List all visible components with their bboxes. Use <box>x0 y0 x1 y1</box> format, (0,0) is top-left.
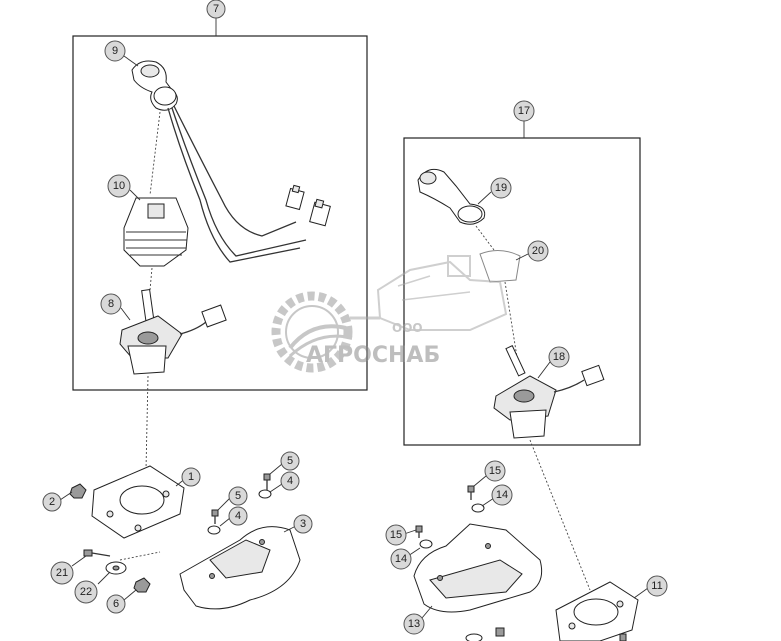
agrosnab-watermark: ООО АГРОСНАБ <box>271 255 508 373</box>
callout-4-upper[interactable]: 4 <box>280 471 300 491</box>
callout-11[interactable]: 11 <box>646 575 668 597</box>
svg-text:2: 2 <box>49 496 55 508</box>
svg-text:4: 4 <box>287 475 293 487</box>
svg-text:19: 19 <box>495 182 507 194</box>
svg-text:5: 5 <box>235 490 241 502</box>
svg-text:5: 5 <box>287 455 293 467</box>
callout-6[interactable]: 6 <box>106 594 126 614</box>
connector-lower <box>309 198 331 227</box>
mounting-bracket-1 <box>91 465 185 539</box>
callout-14-upper[interactable]: 14 <box>491 484 513 506</box>
callout-3[interactable]: 3 <box>293 514 313 534</box>
callout-2[interactable]: 2 <box>42 492 62 512</box>
svg-text:15: 15 <box>489 465 501 477</box>
partial-hardware-bottom <box>465 627 627 641</box>
svg-text:8: 8 <box>108 298 114 310</box>
callout-14-lower[interactable]: 14 <box>390 548 412 570</box>
mounting-bracket-11 <box>555 581 639 641</box>
combine-harvester-icon <box>350 255 508 331</box>
screw-15-lower <box>415 525 423 538</box>
bolt-21 <box>83 549 111 557</box>
washer-4-upper <box>258 489 272 499</box>
callout-17[interactable]: 17 <box>513 100 535 122</box>
nut-6 <box>133 577 151 593</box>
callout-5-lower[interactable]: 5 <box>228 486 248 506</box>
joystick-grip-9 <box>131 60 178 111</box>
svg-text:14: 14 <box>496 489 508 501</box>
callout-7[interactable]: 7 <box>206 0 226 19</box>
callout-15-lower[interactable]: 15 <box>385 524 407 546</box>
connector-upper <box>285 184 305 211</box>
callout-21[interactable]: 21 <box>50 561 74 585</box>
rubber-boot-10 <box>123 197 189 267</box>
callout-10[interactable]: 10 <box>107 174 131 198</box>
callout-22[interactable]: 22 <box>74 580 98 604</box>
svg-text:3: 3 <box>300 518 306 530</box>
svg-text:20: 20 <box>532 245 544 257</box>
joystick-grip-19 <box>417 168 486 225</box>
group-frame-17 <box>403 137 641 446</box>
washer-22 <box>105 561 127 575</box>
svg-text:6: 6 <box>113 598 119 610</box>
cover-plate-3 <box>179 526 301 610</box>
svg-text:13: 13 <box>408 618 420 630</box>
boot-20 <box>479 250 521 283</box>
washer-14-lower <box>419 539 433 549</box>
svg-text:17: 17 <box>518 105 530 117</box>
svg-text:15: 15 <box>390 529 402 541</box>
svg-text:11: 11 <box>651 580 662 592</box>
callout-8[interactable]: 8 <box>100 293 122 315</box>
joystick-assembly-18 <box>493 345 605 439</box>
callout-1[interactable]: 1 <box>181 467 201 487</box>
screw-5-lower <box>211 509 219 524</box>
svg-text:1: 1 <box>188 471 194 483</box>
callout-20[interactable]: 20 <box>527 240 549 262</box>
svg-text:21: 21 <box>56 567 68 579</box>
washer-4-lower <box>207 525 221 535</box>
callout-18[interactable]: 18 <box>548 346 570 368</box>
svg-text:18: 18 <box>553 351 565 363</box>
svg-text:7: 7 <box>213 3 219 15</box>
callout-19[interactable]: 19 <box>490 177 512 199</box>
svg-text:4: 4 <box>235 510 241 522</box>
cable-harness-left <box>167 107 301 263</box>
washer-14-upper <box>471 503 485 513</box>
callout-4-lower[interactable]: 4 <box>228 506 248 526</box>
svg-text:22: 22 <box>80 586 92 598</box>
watermark-prefix: ООО <box>392 321 423 335</box>
callout-13[interactable]: 13 <box>403 613 425 635</box>
joystick-assembly-8 <box>119 289 227 375</box>
callout-15-upper[interactable]: 15 <box>484 460 506 482</box>
nut-2 <box>69 483 87 499</box>
screw-15-upper <box>467 485 475 500</box>
gear-logo-icon <box>271 291 353 373</box>
screw-5-upper <box>263 473 271 490</box>
callout-9[interactable]: 9 <box>104 40 126 62</box>
svg-text:14: 14 <box>395 553 407 565</box>
cover-13 <box>413 523 543 613</box>
group-frame-7 <box>72 35 368 391</box>
svg-text:10: 10 <box>113 180 125 192</box>
watermark-brand: АГРОСНАБ <box>306 343 440 368</box>
callout-5-upper[interactable]: 5 <box>280 451 300 471</box>
svg-text:9: 9 <box>112 45 118 57</box>
